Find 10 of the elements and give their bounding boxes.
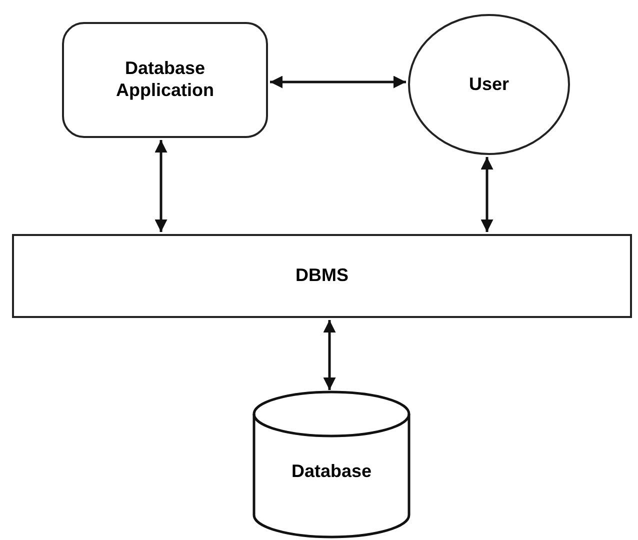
- process-box: [62, 22, 268, 138]
- system-box: [12, 234, 632, 318]
- user-ellipse: [408, 14, 570, 155]
- arrow: [323, 320, 336, 390]
- arrow: [154, 140, 168, 232]
- node-label: Database Application: [115, 58, 215, 102]
- node-label: User: [468, 74, 510, 96]
- arrow: [270, 76, 406, 88]
- arrow: [480, 157, 494, 232]
- node-label: DBMS: [296, 265, 348, 287]
